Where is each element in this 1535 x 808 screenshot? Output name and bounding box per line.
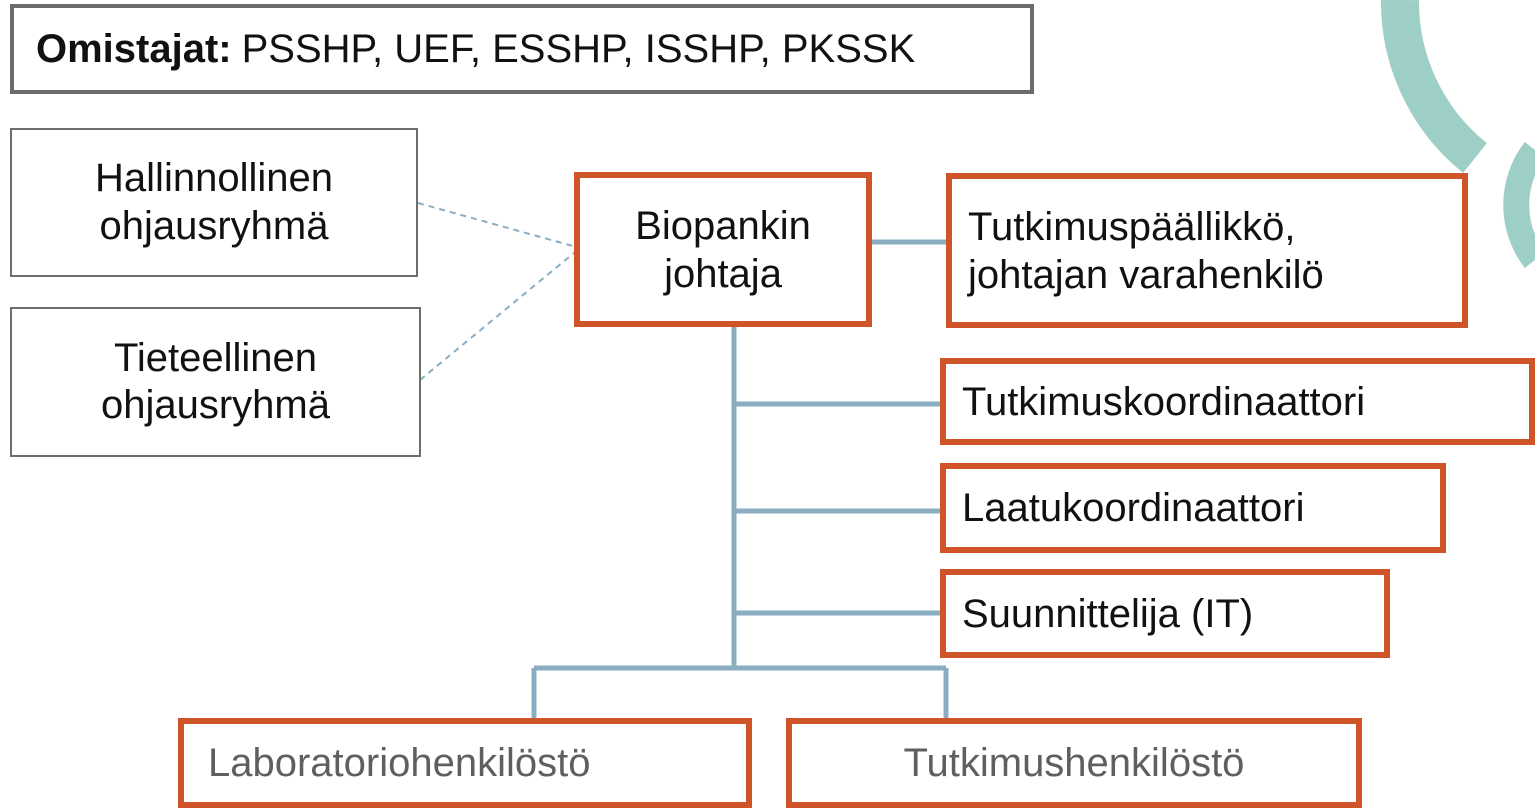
dashed-link-admin — [417, 202, 581, 249]
director-line2: johtaja — [664, 251, 782, 296]
science-steering-line2: ohjausryhmä — [100, 383, 330, 427]
decorative-ring-arc-small — [1503, 142, 1535, 268]
staff-box-suunnittelija: Suunnittelija (IT) — [940, 569, 1390, 658]
admin-steering-line1: Hallinnollinen — [95, 156, 333, 201]
staff-label: Tutkimuskoordinaattori — [962, 379, 1366, 424]
deputy-box: Tutkimuspäällikkö, johtajan varahenkilö — [946, 173, 1468, 328]
science-steering-group-box: Tieteellinen ohjausryhmä — [10, 307, 421, 457]
staff-label: Suunnittelija (IT) — [962, 591, 1254, 636]
admin-steering-line2: ohjausryhmä — [99, 203, 329, 248]
research-staff-box: Tutkimushenkilöstö — [786, 718, 1362, 808]
owners-value: PSSHP, UEF, ESSHP, ISSHP, PKSSK — [241, 26, 916, 71]
staff-box-laatukoordinaattori: Laatukoordinaattori — [940, 463, 1446, 553]
staff-box-tutkimuskoordinaattori: Tutkimuskoordinaattori — [940, 358, 1535, 445]
research-staff-label: Tutkimushenkilöstö — [903, 741, 1245, 785]
science-steering-line1: Tieteellinen — [113, 335, 318, 380]
director-box: Biopankin johtaja — [574, 172, 872, 327]
owners-box: Omistajat: PSSHP, UEF, ESSHP, ISSHP, PKS… — [10, 4, 1034, 94]
admin-steering-group-box: Hallinnollinen ohjausryhmä — [10, 128, 418, 277]
lab-staff-label: Laboratoriohenkilöstö — [208, 741, 591, 785]
decorative-ring-arc — [1380, 0, 1488, 173]
deputy-line2: johtajan varahenkilö — [968, 252, 1324, 297]
dashed-link-science — [419, 247, 581, 381]
deputy-line1: Tutkimuspäällikkö, — [968, 204, 1296, 249]
staff-label: Laatukoordinaattori — [962, 486, 1305, 530]
owners-label: Omistajat: — [36, 26, 232, 71]
lab-staff-box: Laboratoriohenkilöstö — [178, 718, 752, 808]
director-line1: Biopankin — [635, 203, 811, 248]
